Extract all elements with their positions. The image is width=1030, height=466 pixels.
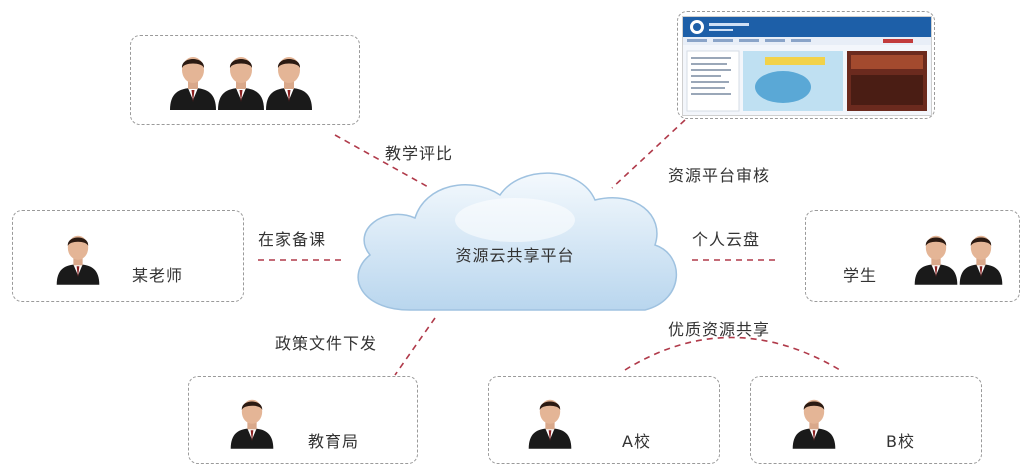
teacher-box bbox=[12, 210, 244, 302]
center-label: 资源云共享平台 bbox=[455, 246, 575, 265]
reviewers-box bbox=[130, 35, 360, 125]
edge-label-prepare: 在家备课 bbox=[258, 230, 327, 249]
person-icon bbox=[262, 50, 316, 114]
person-icon bbox=[956, 229, 1006, 289]
connector-evaluation bbox=[334, 134, 431, 189]
person-icon bbox=[525, 393, 575, 453]
edge-label-policy: 政策文件下发 bbox=[275, 334, 378, 353]
person-icon bbox=[911, 229, 961, 289]
student-box bbox=[805, 210, 1020, 302]
connector-policy bbox=[394, 317, 436, 376]
connector-review bbox=[611, 119, 686, 189]
node-label-teacher: 某老师 bbox=[132, 266, 184, 285]
person-icon bbox=[53, 229, 103, 289]
node-label-student: 学生 bbox=[843, 266, 878, 285]
node-label-bureau: 教育局 bbox=[308, 432, 360, 451]
person-icon bbox=[166, 50, 220, 114]
cloud: 资源云共享平台 bbox=[340, 160, 690, 330]
edge-label-review: 资源平台审核 bbox=[668, 166, 771, 185]
edge-label-cloud-disk: 个人云盘 bbox=[692, 230, 761, 249]
person-icon bbox=[214, 50, 268, 114]
person-icon bbox=[227, 393, 277, 453]
edge-label-share: 优质资源共享 bbox=[668, 320, 771, 339]
platform-screenshot bbox=[682, 16, 932, 116]
edge-label-evaluation: 教学评比 bbox=[385, 144, 454, 163]
person-icon bbox=[789, 393, 839, 453]
bureau-box bbox=[188, 376, 418, 464]
connector-share bbox=[624, 336, 841, 371]
node-label-school-b: B校 bbox=[886, 432, 915, 451]
node-label-school-a: A校 bbox=[622, 432, 651, 451]
school-b-box bbox=[750, 376, 982, 464]
school-a-box bbox=[488, 376, 720, 464]
